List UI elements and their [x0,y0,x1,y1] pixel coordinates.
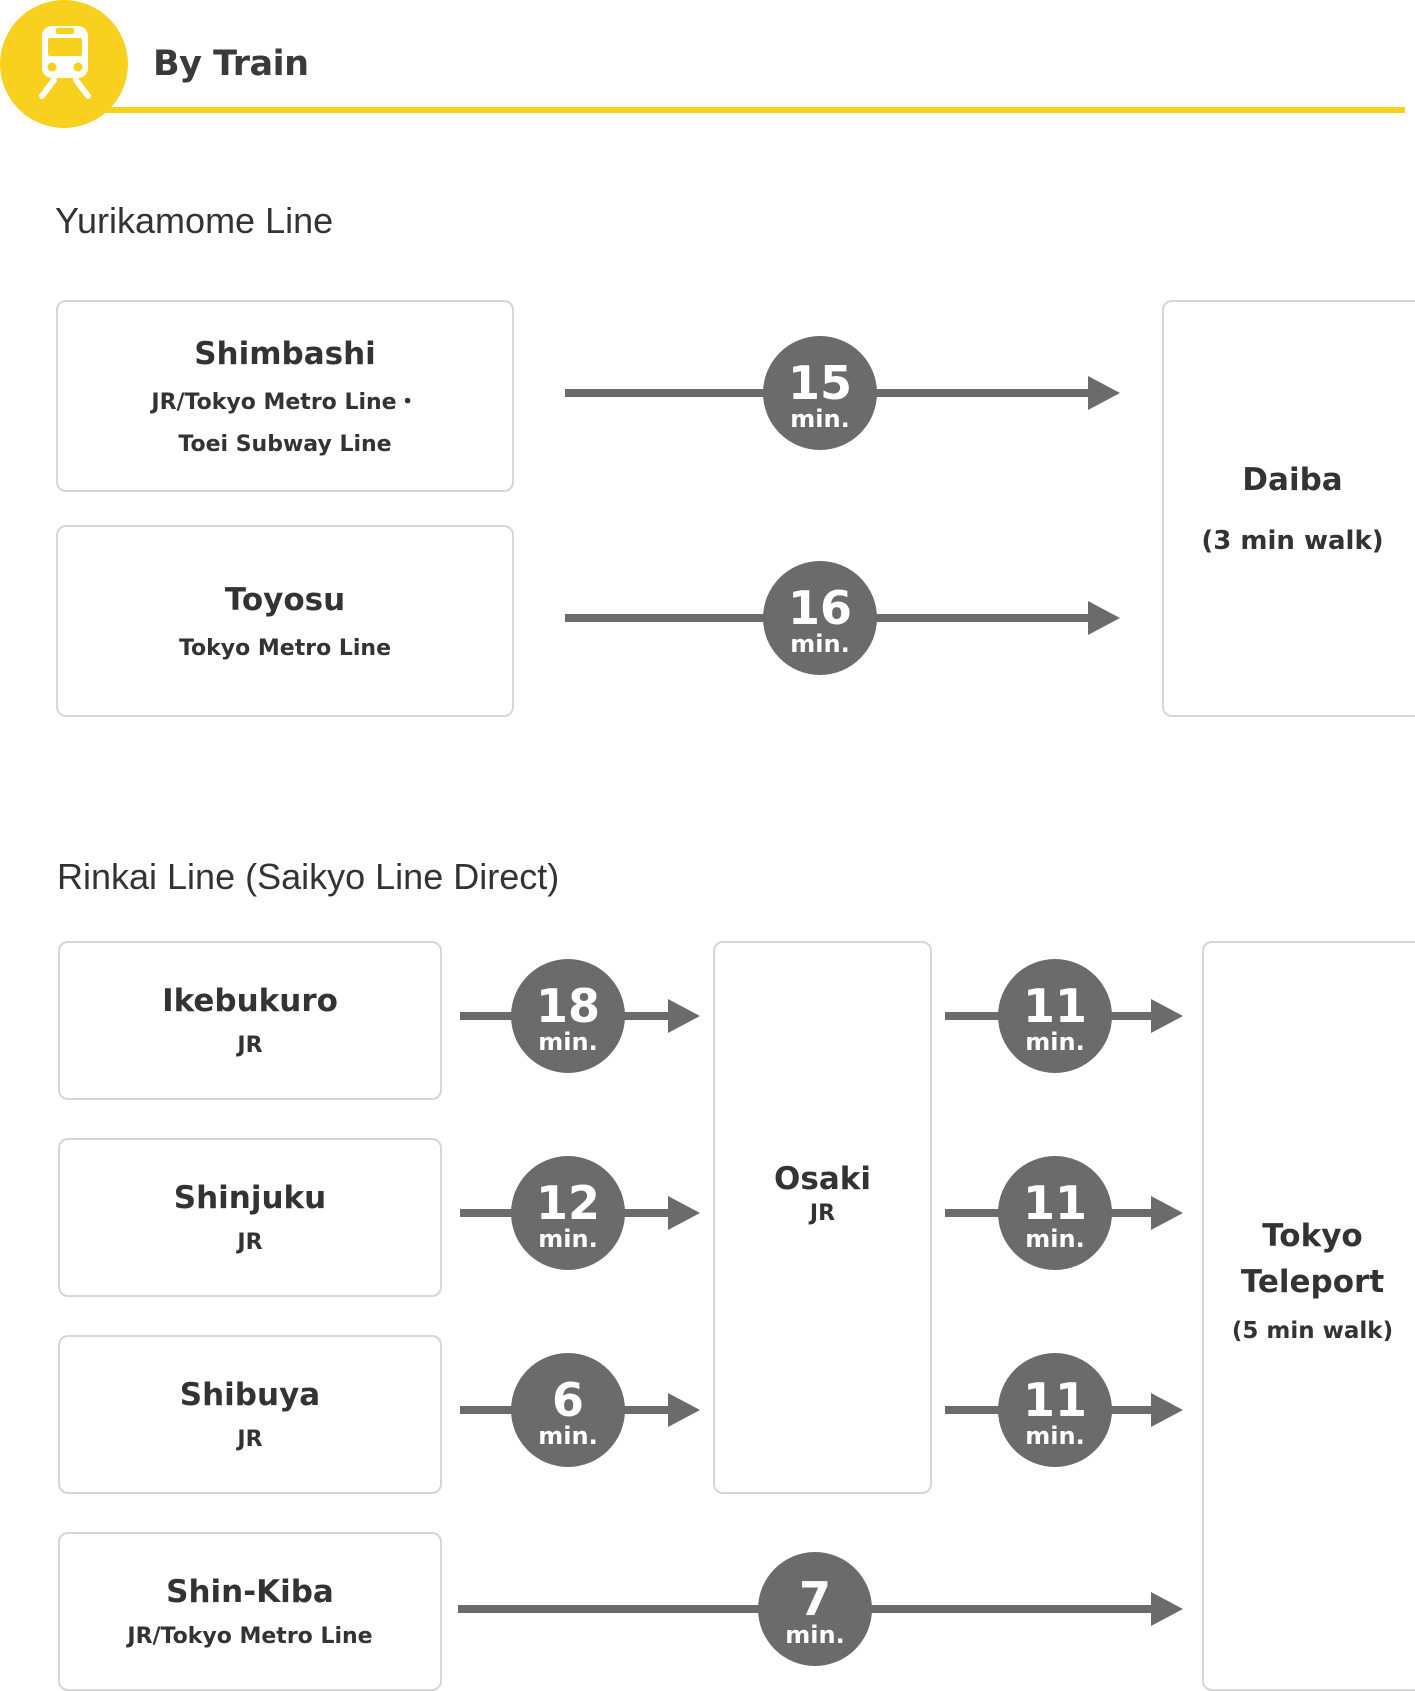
time-badge [998,959,1112,1073]
station-osaki: Osaki JR [713,941,932,1494]
station-line: Toei Subway Line [178,431,392,457]
station-name: Toyosu [224,581,346,618]
time-unit: min. [785,1621,844,1649]
time-value: 6 [552,1373,584,1427]
time-badge [511,959,625,1073]
station-daiba: Daiba (3 min walk) [1162,300,1415,717]
arrow-head [1151,999,1183,1033]
station-toyosu: Toyosu Tokyo Metro Line [56,525,514,717]
walk-time: (5 min walk) [1231,1318,1394,1344]
time-badge [998,1353,1112,1467]
time-badge [758,1552,872,1666]
time-badge [511,1156,625,1270]
time-value: 11 [1023,1373,1087,1427]
time-badge [511,1353,625,1467]
station-name: Shinjuku [173,1180,327,1216]
arrow-head [1151,1196,1183,1230]
station-name: Osaki [774,1161,871,1197]
arrow-head [1088,376,1120,410]
station-name: Teleport [1240,1264,1385,1300]
station-name: Shimbashi [194,335,376,372]
time-unit: min. [1025,1028,1084,1056]
station-name: Shin-Kiba [166,1574,334,1610]
station-line: JR [809,1201,836,1226]
time-value: 7 [799,1572,831,1626]
station-shimbashi: Shimbashi JR/Tokyo Metro Line・ Toei Subw… [56,300,514,492]
station-line: JR [237,1427,263,1452]
time-value: 18 [536,979,600,1033]
time-unit: min. [1025,1225,1084,1253]
time-badge [763,336,877,450]
time-unit: min. [1025,1422,1084,1450]
station-name: Ikebukuro [162,983,338,1019]
station-line: JR [237,1033,263,1058]
station-name: Daiba [1242,461,1343,498]
station-line: JR/Tokyo Metro Line・ [151,389,419,415]
arrow-head [1151,1393,1183,1427]
arrow-head [668,1196,700,1230]
station-name: Tokyo [1262,1218,1363,1254]
time-unit: min. [790,630,849,658]
train-icon [39,26,91,99]
station-tokyo-teleport: Tokyo Teleport (5 min walk) [1202,941,1415,1691]
arrow-head [668,1393,700,1427]
page-title: By Train [153,44,309,84]
station-line: Tokyo Metro Line [178,635,392,661]
arrow-head [1151,1592,1183,1626]
header-underline [100,107,1405,113]
arrow-head [1088,601,1120,635]
time-badge [763,561,877,675]
walk-time: (3 min walk) [1201,525,1384,556]
train-icon-badge [0,0,128,128]
time-value: 12 [536,1176,600,1230]
rinkai-title: Rinkai Line (Saikyo Line Direct) [57,856,560,897]
station-name: Shibuya [179,1377,321,1413]
time-unit: min. [538,1225,597,1253]
station-line: JR/Tokyo Metro Line [127,1624,373,1649]
station-line: JR [237,1230,263,1255]
arrow-head [668,999,700,1033]
time-unit: min. [790,405,849,433]
time-unit: min. [538,1028,597,1056]
yurikamome-title: Yurikamome Line [55,200,334,241]
station-shin-kiba: Shin-Kiba JR/Tokyo Metro Line [58,1532,442,1691]
time-badge [998,1156,1112,1270]
time-value: 11 [1023,1176,1087,1230]
time-value: 11 [1023,979,1087,1033]
time-unit: min. [538,1422,597,1450]
time-value: 15 [788,356,852,410]
station-ikebukuro: Ikebukuro JR [58,941,442,1100]
station-shinjuku: Shinjuku JR [58,1138,442,1297]
time-value: 16 [788,581,852,635]
station-shibuya: Shibuya JR [58,1335,442,1494]
